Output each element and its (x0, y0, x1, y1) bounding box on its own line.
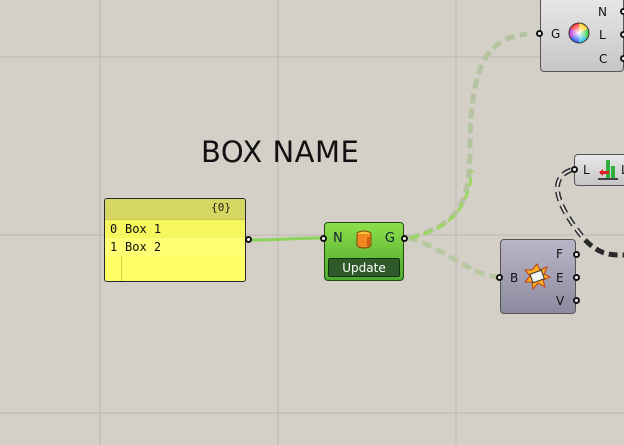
wire-layer-highlight (556, 169, 586, 241)
layer-output-label: L (621, 163, 624, 177)
layer-component[interactable]: L L (574, 154, 624, 186)
panel-header: {0} (105, 199, 245, 220)
bake-output-port[interactable] (401, 235, 408, 242)
row-value: Box 1 (125, 222, 162, 236)
canvas-heading: BOX NAME (201, 135, 360, 169)
bake-input-label: N (333, 231, 343, 246)
wire-bake-highlight (409, 169, 474, 240)
panel-row: 0 Box 1 (105, 220, 245, 238)
panel-output-port[interactable] (245, 236, 252, 243)
bake-cylinder-icon (353, 229, 375, 255)
color-output-c: C (599, 52, 608, 66)
explode-input-port[interactable] (496, 274, 503, 281)
layer-input-port[interactable] (571, 166, 578, 173)
explode-box-icon (523, 262, 552, 294)
color-output-l: L (599, 28, 606, 42)
explode-output-port-v[interactable] (573, 297, 580, 304)
color-output-port-n[interactable] (620, 8, 624, 15)
explode-output-port-f[interactable] (573, 251, 580, 258)
row-index: 1 (110, 240, 118, 254)
panel-path-label: {0} (211, 201, 231, 214)
explode-output-port-e[interactable] (573, 274, 580, 281)
row-value: Box 2 (125, 240, 162, 254)
explode-input-label: B (510, 271, 519, 285)
bake-component[interactable]: N G Update (324, 222, 404, 281)
layer-bars-icon (597, 158, 619, 186)
panel-row: 1 Box 2 (105, 238, 245, 256)
explode-component[interactable]: B F E V (500, 239, 576, 314)
color-input-port[interactable] (536, 30, 543, 37)
color-output-port-c[interactable] (620, 55, 624, 62)
bake-input-port[interactable] (320, 235, 327, 242)
row-index: 0 (110, 222, 118, 236)
explode-output-v: V (556, 294, 565, 308)
explode-output-e: E (556, 271, 564, 285)
wire-panel-to-bake (248, 236, 323, 242)
wire-bake-to-explode (407, 235, 498, 280)
update-button[interactable]: Update (328, 258, 400, 277)
color-component[interactable]: G N L C (540, 0, 624, 72)
color-output-n: N (598, 5, 607, 19)
layer-input-label: L (583, 163, 590, 177)
color-wheel-icon (567, 21, 591, 49)
color-output-port-l[interactable] (620, 31, 624, 38)
explode-output-f: F (556, 247, 563, 261)
text-panel[interactable]: {0} 0 Box 1 1 Box 2 (104, 198, 246, 282)
color-input-label: G (551, 27, 561, 41)
bake-output-label: G (384, 231, 395, 246)
wire-bake-to-color (409, 31, 528, 241)
